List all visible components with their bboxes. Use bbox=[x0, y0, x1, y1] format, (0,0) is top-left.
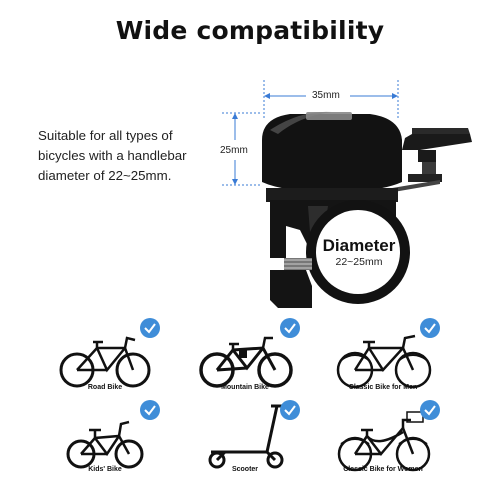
bike-classic-men: Classic Bike for Men bbox=[308, 318, 458, 398]
bike-label: Scooter bbox=[231, 466, 259, 473]
check-icon bbox=[280, 400, 300, 420]
bike-kids: Kids' Bike bbox=[30, 400, 180, 480]
bike-label: Kids' Bike bbox=[88, 466, 122, 473]
scooter-icon bbox=[208, 404, 285, 469]
bike-label: Classic Bike for Men bbox=[348, 384, 418, 391]
check-icon bbox=[420, 318, 440, 338]
check-icon bbox=[420, 400, 440, 420]
mountain-bike-icon bbox=[199, 336, 293, 388]
bike-mountain: Mountain Bike bbox=[170, 318, 320, 398]
page-title: Wide compatibility bbox=[115, 16, 385, 45]
height-dimension-label: 25mm bbox=[220, 145, 248, 156]
clamp-diameter-value: 22~25mm bbox=[335, 256, 383, 268]
bike-classic-women: Classic Bike for Women bbox=[308, 400, 458, 480]
clamp-diameter-label: Diameter bbox=[322, 236, 396, 255]
description-line: bicycles with a handlebar bbox=[38, 148, 187, 163]
road-bike-icon bbox=[59, 336, 151, 388]
compatibility-description: Suitable for all types of bicycles with … bbox=[38, 126, 228, 186]
width-dimension-label: 35mm bbox=[312, 90, 340, 101]
bike-scooter: Scooter bbox=[170, 400, 320, 480]
classic-women-bike-icon bbox=[337, 411, 431, 472]
description-line: Suitable for all types of bbox=[38, 128, 173, 143]
bike-label: Mountain Bike bbox=[221, 384, 269, 391]
check-icon bbox=[280, 318, 300, 338]
classic-men-bike-icon bbox=[336, 334, 432, 389]
bike-road: Road Bike bbox=[30, 318, 180, 398]
description-line: diameter of 22~25mm. bbox=[38, 168, 172, 183]
check-icon bbox=[140, 318, 160, 338]
kids-bike-icon bbox=[66, 420, 144, 469]
bike-label: Classic Bike for Women bbox=[343, 466, 423, 473]
bike-label: Road Bike bbox=[87, 384, 123, 391]
check-icon bbox=[140, 400, 160, 420]
